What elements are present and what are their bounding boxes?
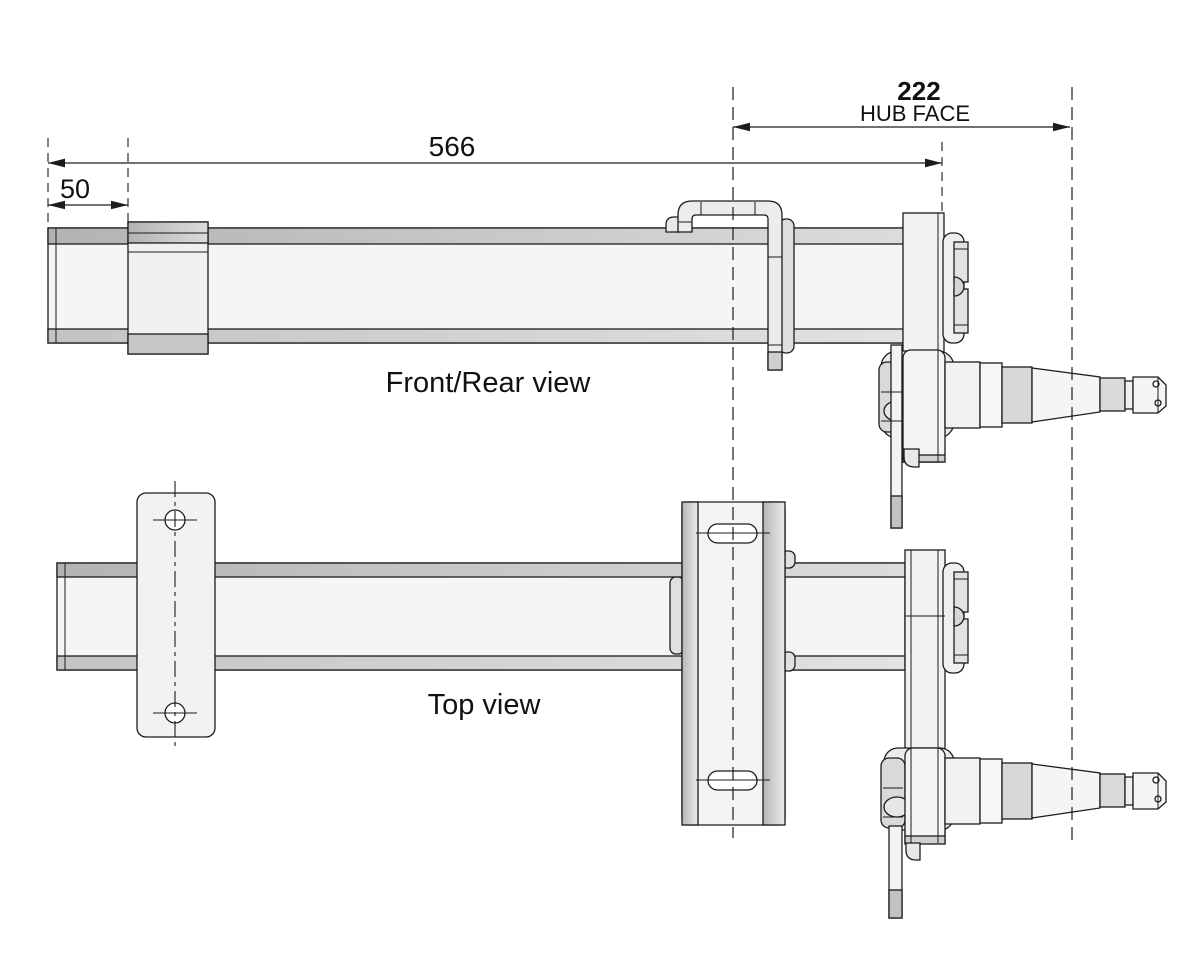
top-view: Top view [56,481,1167,919]
spindle-step-1 [944,361,981,429]
spindle-step-1-top [944,757,981,825]
dimension-50: 50 [48,174,128,210]
spindle-block-base [902,454,946,463]
spindle-step-2 [979,362,1003,428]
arrow-left-icon [48,200,65,210]
top-view-detail-lines [64,519,1159,843]
dimension-566: 566 [48,131,942,168]
spindle-neck-top [1124,776,1134,806]
spindle-nut-top [1099,773,1126,808]
brake-lever-tip [890,495,903,529]
dimension-222: 222 HUB FACE [733,76,1070,132]
arrow-left-icon [733,122,750,132]
front-view-caption: Front/Rear view [386,367,592,399]
hub-face-label: HUB FACE [860,101,970,126]
dimension-222-label: 222 [897,76,940,106]
arrow-right-icon [925,158,942,168]
hub-center-bump-top [953,606,965,627]
spindle-block-foot-top [905,842,921,861]
reference-lines [47,87,1073,845]
spindle-step-2-top [979,758,1003,824]
bearing-collar-top [1001,762,1033,820]
arrow-right-icon [1053,122,1070,132]
top-view-caption: Top view [428,689,542,721]
bearing-collar [1001,366,1033,424]
spindle-taper [1031,367,1101,423]
wheel-stud-upper [953,241,969,283]
arrow-right-icon [111,200,128,210]
wheel-stud-upper-top [953,571,969,613]
spindle-taper-top [1031,763,1101,819]
dimension-566-label: 566 [429,131,476,162]
front-rear-view: Front/Rear view [47,200,1167,529]
spindle-end-cap-top [1132,772,1167,810]
spindle-end-cap [1132,376,1167,414]
u-bolt-nut [767,351,783,371]
dimension-50-label: 50 [60,174,90,204]
bracket-strip-left [681,501,699,826]
spindle-block [902,349,946,463]
spindle-block-foot [903,448,920,468]
spindle-block-base-top [904,835,946,845]
hub-center-bump [953,276,965,297]
axle-clamp-bottom-strip [127,333,209,355]
arrow-left-icon [48,158,65,168]
bracket-strip-right [762,501,786,826]
spindle-nut [1099,377,1126,412]
front-view-detail-lines [55,202,1159,462]
brake-lever-tip-top [888,889,903,919]
spindle-neck [1124,380,1134,410]
mounting-plate [136,492,216,738]
